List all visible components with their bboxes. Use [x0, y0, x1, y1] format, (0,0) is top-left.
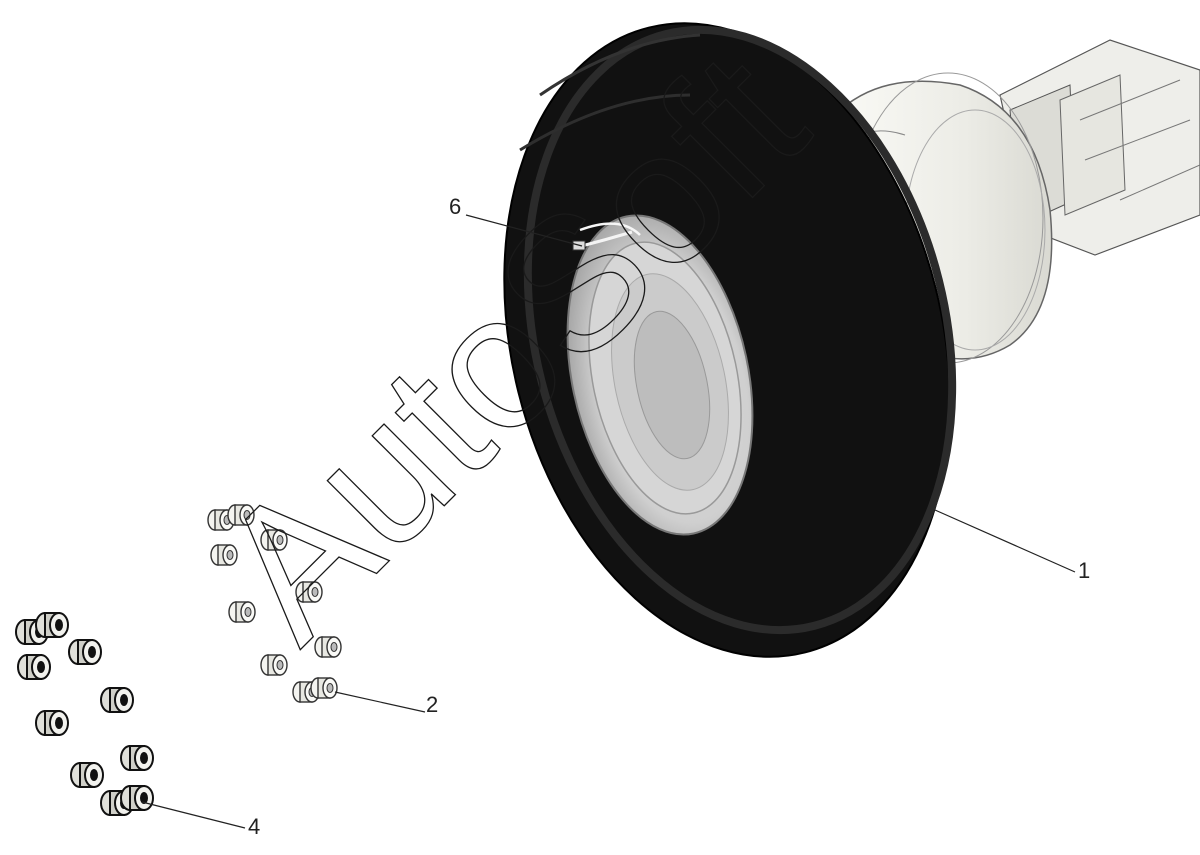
leader-lines: [141, 214, 1076, 829]
callout-2: 2: [426, 692, 438, 717]
wheel-nut-set-outer: [15, 612, 154, 816]
callout-4: 4: [248, 814, 260, 839]
wheel-rim: [566, 214, 754, 536]
axle-bracket: [999, 39, 1200, 256]
callout-6: 6: [449, 194, 461, 219]
callout-1: 1: [1078, 558, 1090, 583]
leader-2: [334, 691, 426, 713]
leader-4: [141, 801, 246, 829]
leader-6: [465, 214, 583, 247]
leader-1: [934, 509, 1076, 573]
